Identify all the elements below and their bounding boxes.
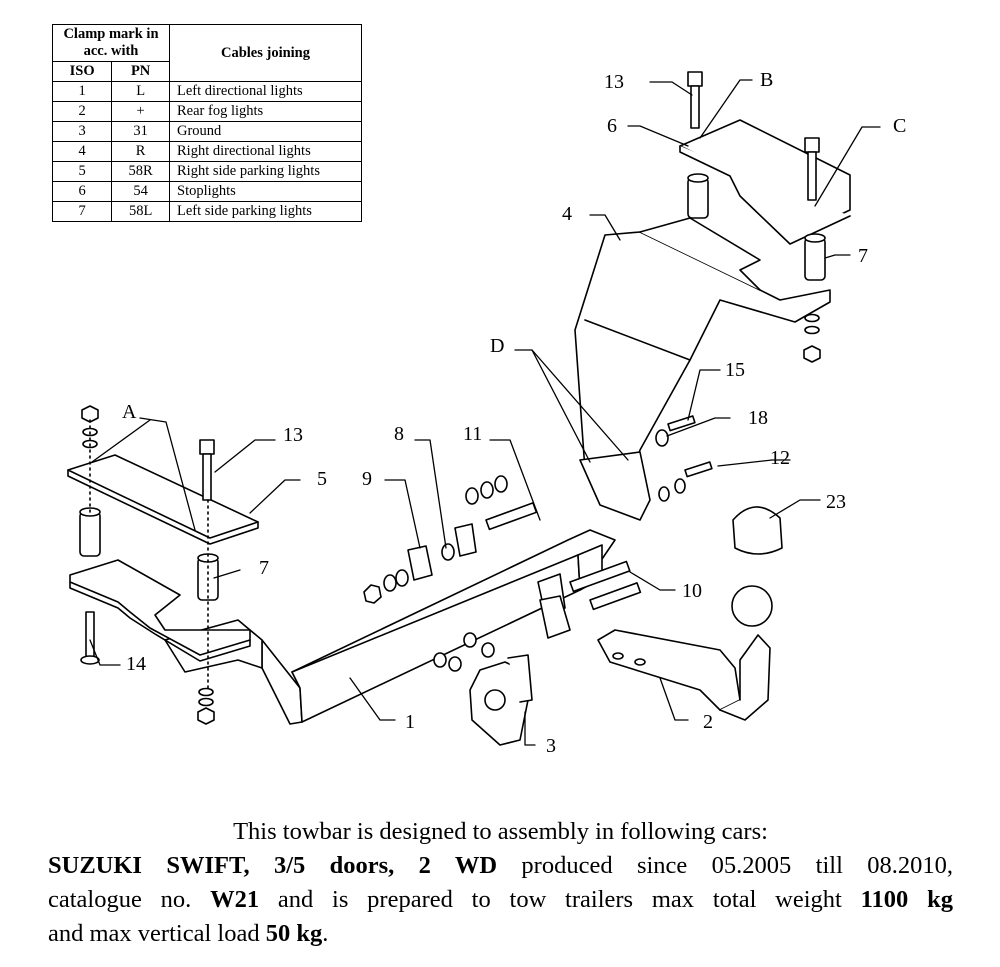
- socket-plate-part-3: [469, 654, 533, 746]
- pn-cell: 58L: [111, 201, 170, 222]
- label-part-1: 1: [405, 711, 415, 733]
- catalogue-number: W21: [210, 886, 260, 913]
- label-part-11: 11: [463, 423, 482, 445]
- cable-cell: Left side parking lights: [169, 201, 362, 222]
- cables-joining-header: Cables joining: [169, 24, 362, 82]
- bracket-plate-left-lower: [69, 559, 251, 656]
- label-part-12: 12: [770, 447, 790, 469]
- cable-cell: Right directional lights: [169, 141, 362, 162]
- label-part-13-top: 13: [604, 71, 624, 93]
- label-part-2: 2: [703, 711, 713, 733]
- info-line-3: catalogue no. W21 and is prepared to tow…: [48, 883, 953, 917]
- clamp-mark-header: Clamp mark in acc. with: [52, 24, 170, 62]
- wiring-table: Clamp mark in acc. with Cables joining I…: [51, 24, 362, 222]
- label-part-9: 9: [362, 468, 372, 490]
- label-C: C: [893, 115, 906, 137]
- fastener-set: [363, 475, 642, 672]
- label-part-7-right: 7: [858, 245, 868, 267]
- car-model: SUZUKI SWIFT, 3/5 doors, 2 WD: [48, 852, 498, 879]
- info-line-4: and max vertical load 50 kg.: [48, 917, 953, 951]
- application-info: This towbar is designed to assembly in f…: [48, 815, 953, 951]
- cable-cell: Stoplights: [169, 181, 362, 202]
- iso-cell: 7: [51, 201, 113, 222]
- catalogue-prefix: catalogue no.: [48, 886, 211, 913]
- label-part-14: 14: [126, 653, 146, 675]
- table-row: 2+Rear fog lights: [51, 101, 362, 122]
- crossbar-part-1: [164, 529, 616, 725]
- label-part-23: 23: [826, 491, 846, 513]
- label-B: B: [760, 69, 773, 91]
- label-A: A: [122, 401, 137, 423]
- production-period: produced since 05.2005 till 08.2010,: [497, 852, 953, 879]
- label-part-7-left: 7: [259, 557, 269, 579]
- label-part-13-left: 13: [283, 424, 303, 446]
- iso-column-header: ISO: [51, 61, 113, 82]
- right-bracket-assembly: [574, 71, 851, 521]
- label-part-4: 4: [562, 203, 572, 225]
- leader-lines: [89, 79, 881, 746]
- tow-text: and is prepared to tow trailers max tota…: [259, 886, 861, 913]
- left-bracket-assembly: [67, 405, 259, 725]
- label-part-6: 6: [607, 115, 617, 137]
- cable-cell: Right side parking lights: [169, 161, 362, 182]
- label-part-15: 15: [725, 359, 745, 381]
- label-D: D: [490, 335, 504, 357]
- towbar-exploded-diagram: A B C D 1 2 3 4 5 6 7 7 8 9 10 11 12 13 …: [67, 69, 906, 757]
- label-part-3: 3: [546, 735, 556, 757]
- mounting-plate-d: [579, 451, 651, 521]
- cable-cell: Rear fog lights: [169, 101, 362, 122]
- spacer-tube-part-7-right: [804, 237, 826, 281]
- info-line-2: SUZUKI SWIFT, 3/5 doors, 2 WD produced s…: [48, 849, 953, 883]
- label-part-18: 18: [748, 407, 768, 429]
- ball-cover-part-23: [732, 506, 783, 555]
- info-line-1: This towbar is designed to assembly in f…: [233, 818, 768, 845]
- clamp-part-9: [407, 545, 433, 581]
- spacer-tube-left: [79, 511, 101, 557]
- ball-neck-part-2: [597, 506, 783, 721]
- vertical-load-text: and max vertical load: [48, 920, 266, 947]
- label-part-10: 10: [682, 580, 702, 602]
- max-vertical-load: 50 kg: [265, 920, 323, 947]
- label-part-5: 5: [317, 468, 327, 490]
- spacer-tube-upper: [687, 177, 709, 219]
- pn-column-header: PN: [111, 61, 170, 82]
- sentence-end: .: [322, 920, 329, 947]
- diagram-labels: A B C D 1 2 3 4 5 6 7 7 8 9 10 11 12 13 …: [122, 69, 906, 757]
- clamp-part-8: [454, 523, 477, 557]
- max-total-weight: 1100 kg: [860, 886, 953, 913]
- label-part-8: 8: [394, 423, 404, 445]
